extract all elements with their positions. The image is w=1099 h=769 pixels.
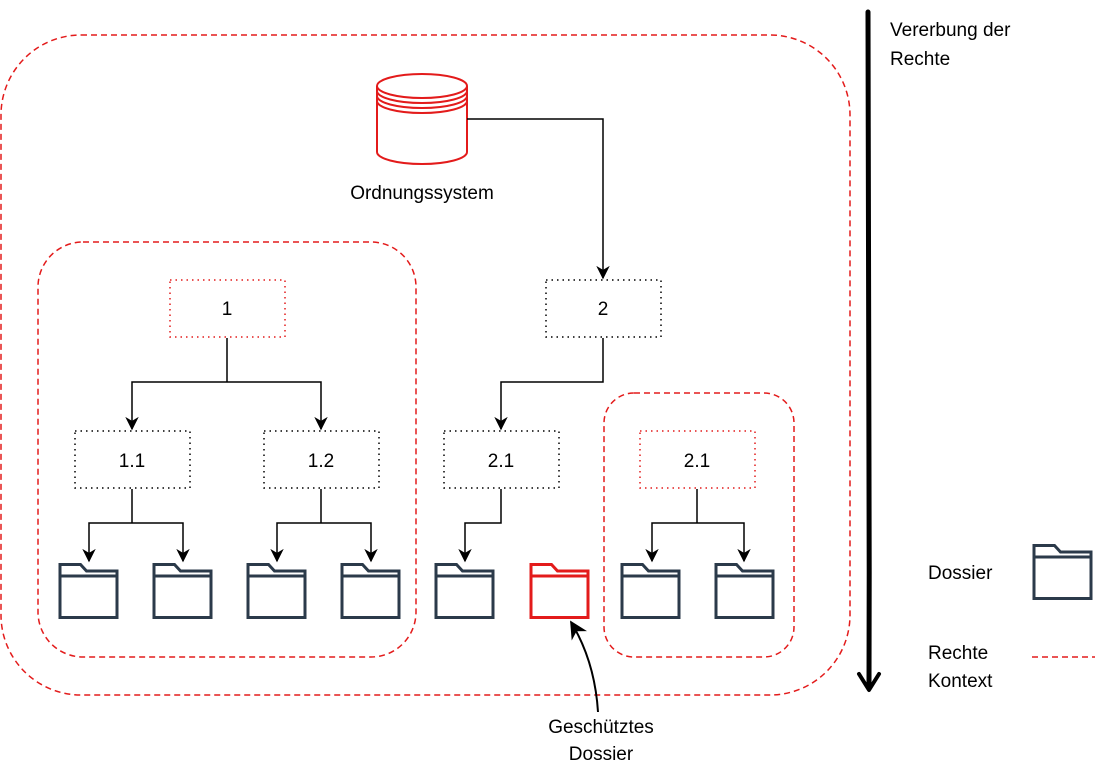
inheritance-label-line1: Vererbung der <box>890 20 1011 41</box>
node-label-2-1-a: 2.1 <box>488 451 514 472</box>
node-box-1 <box>169 279 286 338</box>
legend-dossier-label: Dossier <box>928 563 993 584</box>
connector-root-to-2 <box>467 118 610 280</box>
folder-icon <box>434 563 495 619</box>
root-label: Ordnungssystem <box>350 183 494 204</box>
node-label-1-2: 1.2 <box>308 451 334 472</box>
folder-icon <box>620 563 681 619</box>
node-label-2: 2 <box>598 299 609 320</box>
protected-dossier-pointer <box>570 620 599 713</box>
node-label-2-1-b: 2.1 <box>684 451 710 472</box>
protected-dossier-label-line2: Dossier <box>569 744 634 765</box>
node-box-2-1-b <box>639 430 756 489</box>
node-box-1-2 <box>263 430 380 489</box>
node-label-1-1: 1.1 <box>119 451 145 472</box>
folder-icon <box>714 563 775 619</box>
folder-icon <box>246 563 307 619</box>
node-box-2-1-a <box>443 430 560 489</box>
node-box-1-1 <box>74 430 191 489</box>
database-icon <box>376 73 468 165</box>
outer-rights-context <box>0 34 851 696</box>
protected-folder-icon <box>529 563 590 619</box>
inheritance-label-line2: Rechte <box>890 49 950 70</box>
node-label-1: 1 <box>222 299 233 320</box>
rights-context-branch-1 <box>37 241 417 658</box>
legend-context-label-line2: Kontext <box>928 671 993 692</box>
folder-icon <box>152 563 213 619</box>
legend-context-label-line1: Rechte <box>928 643 988 664</box>
legend-folder-icon <box>1032 544 1093 600</box>
folder-icon <box>58 563 119 619</box>
connectors-1 <box>125 338 328 431</box>
inheritance-arrow <box>857 9 881 692</box>
node-box-2 <box>545 279 662 338</box>
protected-dossier-label-line1: Geschütztes <box>548 717 654 738</box>
rights-context-branch-2-1 <box>603 392 795 658</box>
connectors-2 <box>494 338 604 431</box>
folder-icon <box>340 563 401 619</box>
connectors-to-dossiers <box>82 489 751 563</box>
